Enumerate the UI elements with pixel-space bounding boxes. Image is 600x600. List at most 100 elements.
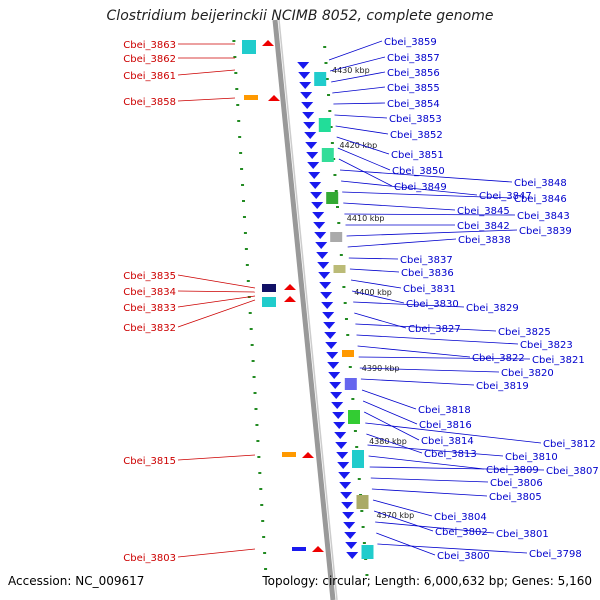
label-leader-right [328, 40, 383, 61]
tick-mark-inner [343, 302, 347, 304]
gene-label-left: Cbei_3863 [123, 40, 176, 51]
tick-mark-inner [334, 190, 338, 192]
tick-mark-outer [235, 88, 239, 90]
label-leader-right [339, 169, 513, 183]
label-leader-right [356, 334, 519, 345]
tick-mark-outer [237, 120, 241, 122]
gene-arrow-reverse [321, 302, 334, 309]
label-leader-right [371, 488, 488, 497]
gene-block-left [242, 40, 256, 54]
kbp-marker: 4410 kbp [347, 214, 385, 223]
gene-block-left [244, 95, 258, 100]
gene-label-right: Cbei_3839 [519, 226, 572, 237]
label-leader-right [373, 510, 434, 532]
gene-arrow-reverse [310, 192, 323, 199]
label-leader-left [177, 299, 256, 328]
label-leader-right [377, 543, 528, 554]
tick-mark-inner [365, 574, 369, 576]
gene-label-right: Cbei_3836 [401, 268, 454, 279]
label-leader-right [335, 125, 389, 135]
label-leader-right [337, 147, 391, 171]
gene-arrow-forward [262, 40, 274, 46]
gene-block [321, 148, 334, 162]
label-leader-right [352, 290, 405, 304]
gene-arrow-reverse [309, 182, 322, 189]
tick-mark-outer [244, 248, 248, 250]
gene-arrow-forward [302, 452, 314, 458]
tick-mark-outer [264, 568, 268, 570]
gene-label-left: Cbei_3834 [123, 287, 176, 298]
gene-label-right: Cbei_3816 [419, 420, 472, 431]
gene-arrow-reverse [315, 242, 328, 249]
gene-label-right: Cbei_3845 [457, 206, 510, 217]
label-leader-right [349, 268, 400, 273]
gene-block [348, 410, 360, 424]
gene-block [356, 495, 369, 509]
label-leader-right [362, 400, 418, 425]
tick-mark-inner [336, 206, 339, 208]
tick-mark-inner [362, 542, 366, 544]
tick-mark-inner [333, 174, 337, 176]
label-leader-right [375, 521, 495, 534]
label-leader-right [331, 71, 386, 83]
gene-block [318, 118, 331, 132]
tick-mark-outer [239, 152, 243, 154]
label-leader-left [177, 295, 256, 308]
gene-arrow-reverse [335, 442, 348, 449]
label-leader-left [177, 69, 236, 76]
gene-arrow-reverse [329, 382, 342, 389]
label-leader-right [365, 422, 542, 444]
gene-arrow-reverse [307, 162, 320, 169]
gene-arrow-reverse [302, 112, 315, 119]
gene-label-right: Cbei_3847 [479, 191, 532, 202]
genome-backbone-edge [278, 19, 338, 600]
tick-mark-inner [351, 398, 355, 400]
gene-label-right: Cbei_3812 [543, 439, 596, 450]
label-leader-right [344, 213, 516, 216]
gene-label-left: Cbei_3861 [123, 71, 176, 82]
tick-mark-outer [253, 392, 257, 394]
gene-arrow-reverse [338, 472, 351, 479]
gene-block [314, 72, 327, 86]
gene-arrow-reverse [326, 352, 339, 359]
label-leader-left [177, 548, 256, 558]
gene-label-right: Cbei_3805 [489, 492, 542, 503]
tick-mark-inner [325, 78, 329, 80]
gene-arrow-reverse [311, 202, 324, 209]
label-leader-right [353, 301, 465, 308]
gene-arrow-reverse [336, 452, 349, 459]
label-leader-right [355, 323, 497, 332]
gene-arrow-reverse [331, 402, 344, 409]
gene-block [352, 450, 364, 468]
gene-label-right: Cbei_3851 [391, 150, 444, 161]
label-leader-right [336, 136, 390, 155]
gene-arrow-reverse [337, 462, 350, 469]
tick-mark-inner [330, 142, 334, 144]
kbp-marker: 4420 kbp [340, 141, 378, 150]
tick-mark-outer [250, 344, 254, 346]
gene-label-right: Cbei_3859 [384, 37, 437, 48]
tick-mark-inner [346, 334, 350, 336]
tick-mark-outer [233, 56, 237, 58]
gene-block-left [292, 547, 306, 551]
label-leader-right [346, 229, 518, 237]
gene-label-right: Cbei_3827 [408, 324, 461, 335]
label-leader-right [350, 279, 402, 289]
gene-arrow-reverse [323, 322, 336, 329]
tick-mark-outer [249, 328, 253, 330]
gene-label-right: Cbei_3843 [517, 211, 570, 222]
label-leader-right [366, 433, 423, 454]
gene-arrow-forward [312, 546, 324, 552]
tick-mark-inner [361, 526, 365, 528]
gene-arrow-reverse [305, 142, 318, 149]
gene-arrow-reverse [340, 492, 353, 499]
gene-arrow-reverse [299, 82, 312, 89]
tick-mark-outer [251, 360, 255, 362]
gene-arrow-reverse [346, 552, 359, 559]
gene-arrow-reverse [304, 132, 317, 139]
gene-arrow-reverse [343, 522, 356, 529]
gene-label-left: Cbei_3833 [123, 303, 176, 314]
tick-mark-inner [353, 430, 357, 432]
tick-mark-inner [323, 46, 327, 48]
gene-arrow-reverse [324, 332, 337, 339]
